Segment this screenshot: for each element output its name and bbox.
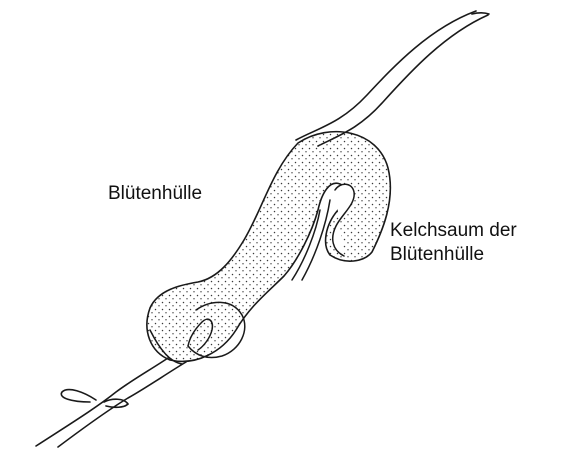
perianth-shape [147, 132, 390, 362]
perianth-label: Blütenhülle [108, 182, 202, 206]
calyx-rim-label-line1: Kelchsaum der [390, 219, 517, 243]
calyx-rim-label: Kelchsaum der Blütenhülle [390, 219, 517, 267]
lower-stem [36, 358, 186, 447]
upper-stem [296, 11, 489, 146]
calyx-rim-label-line2: Blütenhülle [390, 243, 517, 267]
